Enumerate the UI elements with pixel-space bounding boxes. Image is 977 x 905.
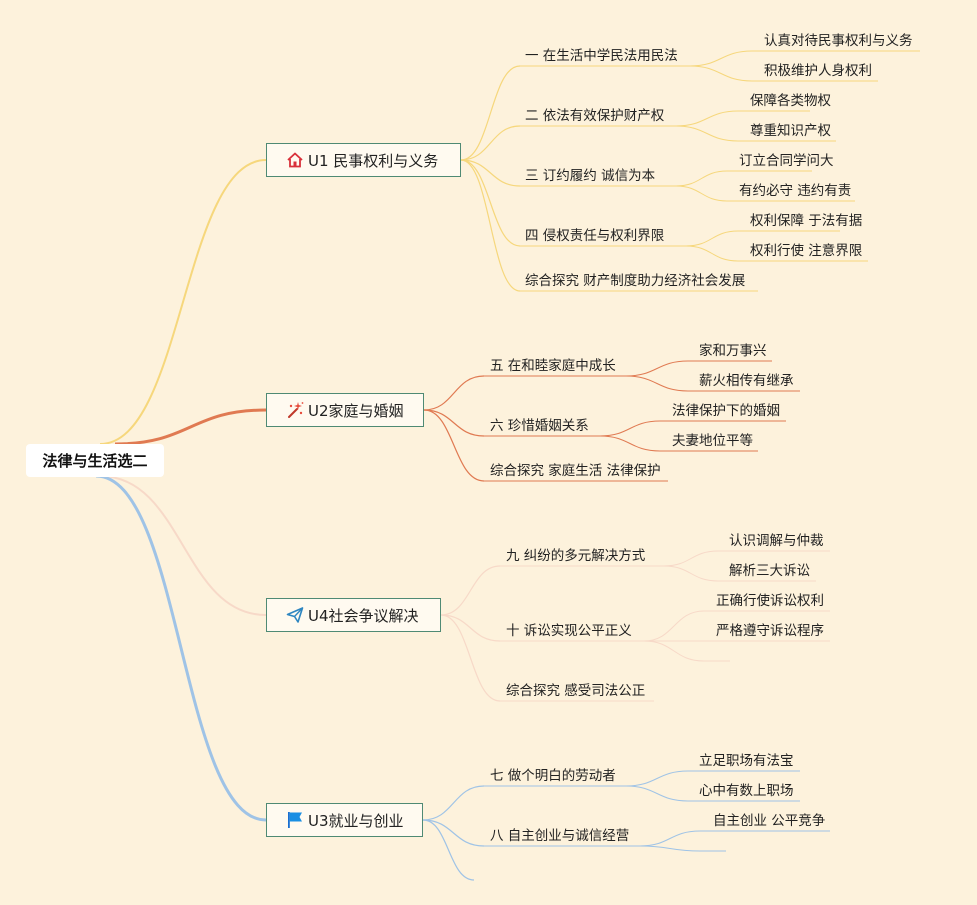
leaf-connector-3-0-1	[625, 785, 689, 802]
topic-connector-3-1	[422, 819, 485, 847]
branch-u3[interactable]: U3就业与创业	[266, 803, 423, 837]
leaf-connector-0-3-1	[685, 245, 739, 262]
topic-connector-3-2	[422, 819, 475, 881]
sparkle-wand-icon	[285, 400, 305, 420]
leaf-u2-1-1[interactable]: 家和万事兴	[699, 343, 767, 359]
leaf-u1-2-2[interactable]: 尊重知识产权	[750, 123, 831, 139]
topic-u2-2[interactable]: 六 珍惜婚姻关系	[490, 418, 589, 434]
root-connector-2	[99, 475, 267, 616]
leaf-connector-1-1-1	[599, 435, 661, 452]
leaf-u3-1-2[interactable]: 心中有数上职场	[699, 783, 794, 799]
leaf-u1-3-2[interactable]: 有约必守 违约有责	[739, 183, 852, 199]
topic-u2-1[interactable]: 五 在和睦家庭中成长	[490, 358, 616, 374]
leaf-connector-1-0-1	[625, 375, 689, 392]
branch-u1-label: U1 民事权利与义务	[308, 151, 439, 170]
topic-connector-2-0	[440, 565, 501, 616]
leaf-connector-2-0-0	[663, 550, 719, 567]
topic-connector-2-1	[440, 614, 501, 642]
leaf-connector-1-1-0	[599, 420, 661, 437]
topic-connector-1-2	[423, 409, 485, 482]
leaf-connector-0-1-0	[675, 110, 739, 127]
leaf-connector-3-1-1	[639, 845, 701, 852]
branch-u1[interactable]: U1 民事权利与义务	[266, 143, 461, 177]
topic-u1-1[interactable]: 一 在生活中学民法用民法	[525, 48, 678, 64]
leaf-u2-2-1[interactable]: 法律保护下的婚姻	[672, 403, 780, 419]
leaf-u4-2-2[interactable]: 严格遵守诉讼程序	[716, 623, 824, 639]
branch-u3-label: U3就业与创业	[308, 811, 404, 830]
topic-u4-2[interactable]: 十 诉讼实现公平正义	[506, 623, 632, 639]
leaf-connector-3-0-0	[625, 770, 689, 787]
leaf-connector-2-1-0	[643, 610, 705, 642]
branch-u4-label: U4社会争议解决	[308, 606, 419, 625]
branch-u2-label: U2家庭与婚姻	[308, 401, 404, 420]
topic-connector-1-1	[423, 409, 485, 437]
topic-connector-0-3	[460, 159, 521, 247]
home-icon	[285, 150, 305, 170]
topic-u3-1[interactable]: 七 做个明白的劳动者	[490, 768, 616, 784]
leaf-connector-0-1-1	[675, 125, 739, 142]
topic-connector-0-2	[460, 159, 521, 187]
topic-connector-3-0	[422, 785, 485, 821]
topic-u4-1[interactable]: 九 纠纷的多元解决方式	[506, 548, 646, 564]
topic-u2-3[interactable]: 综合探究 家庭生活 法律保护	[490, 463, 661, 479]
leaf-u3-2-1[interactable]: 自主创业 公平竞争	[713, 813, 826, 829]
leaf-u4-1-1[interactable]: 认识调解与仲裁	[729, 533, 824, 549]
leaf-u2-1-2[interactable]: 薪火相传有继承	[699, 373, 794, 389]
leaf-connector-2-0-1	[663, 565, 719, 582]
leaf-u4-2-1[interactable]: 正确行使诉讼权利	[716, 593, 824, 609]
leaf-u1-4-2[interactable]: 权利行使 注意界限	[750, 243, 863, 259]
leaf-u3-1-1[interactable]: 立足职场有法宝	[699, 753, 794, 769]
topic-u4-3[interactable]: 综合探究 感受司法公正	[506, 683, 646, 699]
leaf-u1-1-1[interactable]: 认真对待民事权利与义务	[764, 33, 913, 49]
leaf-u1-1-2[interactable]: 积极维护人身权利	[764, 63, 872, 79]
leaf-connector-0-3-0	[685, 230, 739, 247]
branch-u4[interactable]: U4社会争议解决	[266, 598, 441, 632]
leaf-u1-3-1[interactable]: 订立合同学问大	[739, 153, 834, 169]
leaf-connector-0-2-1	[675, 185, 728, 202]
leaf-connector-0-0-1	[689, 65, 753, 82]
topic-u1-5[interactable]: 综合探究 财产制度助力经济社会发展	[525, 273, 746, 289]
topic-connector-0-4	[460, 159, 521, 292]
root-connector-0	[99, 159, 267, 445]
root-label: 法律与生活选二	[42, 452, 148, 470]
leaf-connector-1-0-0	[625, 360, 689, 377]
leaf-connector-0-0-0	[689, 50, 753, 67]
branch-u2[interactable]: U2家庭与婚姻	[266, 393, 424, 427]
root-connector-1	[114, 408, 267, 446]
flag-icon	[285, 810, 305, 830]
leaf-connector-2-1-2	[643, 640, 705, 662]
topic-connector-0-1	[460, 125, 521, 161]
topic-u1-4[interactable]: 四 侵权责任与权利界限	[525, 228, 665, 244]
leaf-u1-4-1[interactable]: 权利保障 于法有据	[750, 213, 863, 229]
topic-u1-3[interactable]: 三 订约履约 诚信为本	[525, 168, 656, 184]
paper-plane-icon	[285, 605, 305, 625]
leaf-u4-1-2[interactable]: 解析三大诉讼	[729, 563, 810, 579]
topic-u3-2[interactable]: 八 自主创业与诚信经营	[490, 828, 630, 844]
root-connector-3	[95, 474, 267, 822]
topic-connector-0-0	[460, 65, 521, 161]
leaf-u1-2-1[interactable]: 保障各类物权	[750, 93, 831, 109]
topic-connector-2-2	[440, 614, 501, 702]
topic-u1-2[interactable]: 二 依法有效保护财产权	[525, 108, 665, 124]
root-node[interactable]: 法律与生活选二	[26, 444, 164, 477]
leaf-u2-2-2[interactable]: 夫妻地位平等	[672, 433, 753, 449]
topic-connector-1-0	[423, 375, 485, 411]
leaf-connector-3-1-0	[639, 830, 701, 847]
leaf-connector-0-2-0	[675, 170, 728, 187]
